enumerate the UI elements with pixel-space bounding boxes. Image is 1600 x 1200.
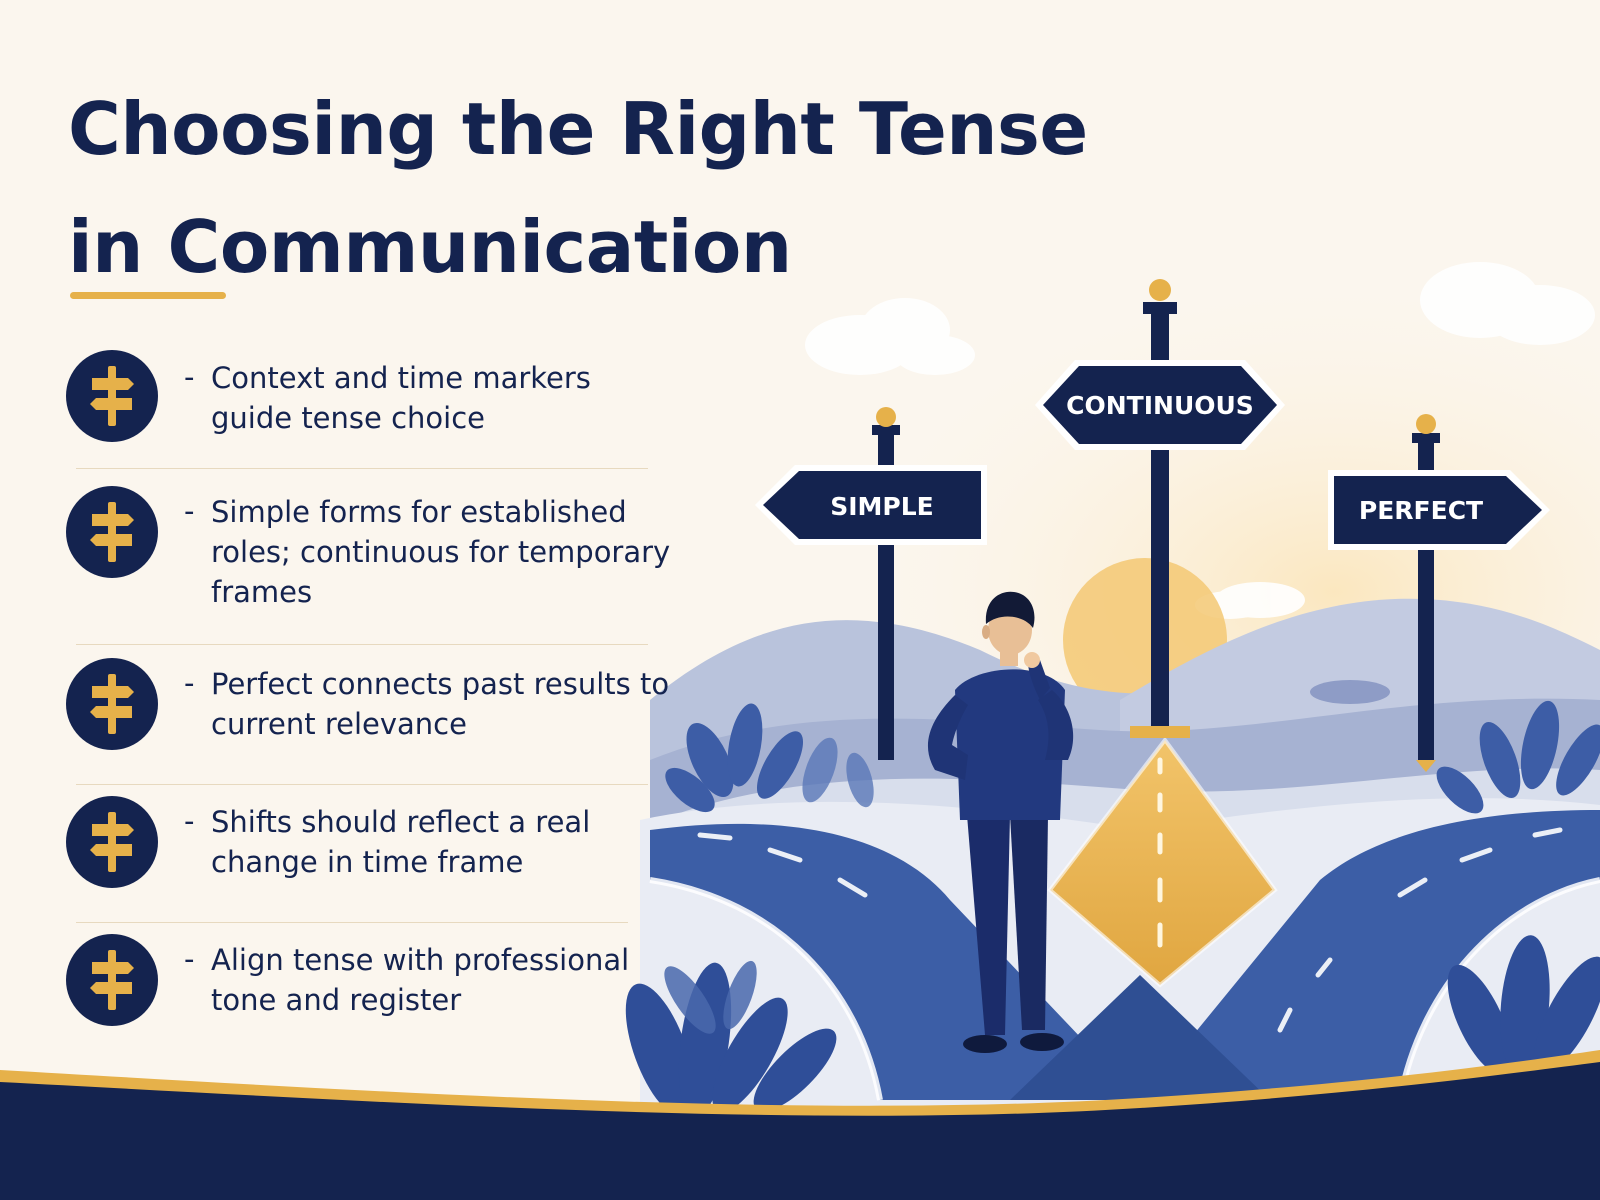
bullet-dash: - xyxy=(184,494,195,528)
divider xyxy=(76,922,628,923)
bullet-dash: - xyxy=(184,360,195,394)
title-underline xyxy=(70,292,226,299)
divider xyxy=(76,784,648,785)
signpost-icon xyxy=(66,350,158,442)
bullet-text: Align tense with professional tone and r… xyxy=(211,943,630,1017)
person-thinking xyxy=(927,591,1074,1053)
sign-continuous-label: CONTINUOUS xyxy=(1066,391,1254,420)
divider xyxy=(76,644,648,645)
bullet-dash: - xyxy=(184,666,195,700)
leaf-icon xyxy=(665,703,804,813)
bullet-text: Perfect connects past results to current… xyxy=(211,667,670,741)
sign-perfect-label: PERFECT xyxy=(1359,496,1483,525)
bullet-dash: - xyxy=(184,942,195,976)
signpost-icon xyxy=(66,934,158,1026)
divider xyxy=(76,468,648,469)
sign-simple-label: SIMPLE xyxy=(830,492,934,521)
bullet-dash: - xyxy=(184,804,195,838)
signpost-icon xyxy=(66,658,158,750)
bullet-text: Context and time markers guide tense cho… xyxy=(211,361,591,435)
bullet-text: Shifts should reflect a real change in t… xyxy=(211,805,591,879)
page-title: Choosing the Right Tense in Communicatio… xyxy=(68,70,1268,306)
signpost-icon xyxy=(66,796,158,888)
bullet-text: Simple forms for established roles; cont… xyxy=(211,495,671,609)
signpost-simple: SIMPLE xyxy=(755,407,987,760)
title-line-1: Choosing the Right Tense xyxy=(68,87,1088,171)
signpost-perfect: PERFECT xyxy=(1328,414,1550,772)
title-line-2: in Communication xyxy=(68,205,792,289)
signpost-continuous: CONTINUOUS xyxy=(1035,279,1285,738)
signpost-icon xyxy=(66,486,158,578)
